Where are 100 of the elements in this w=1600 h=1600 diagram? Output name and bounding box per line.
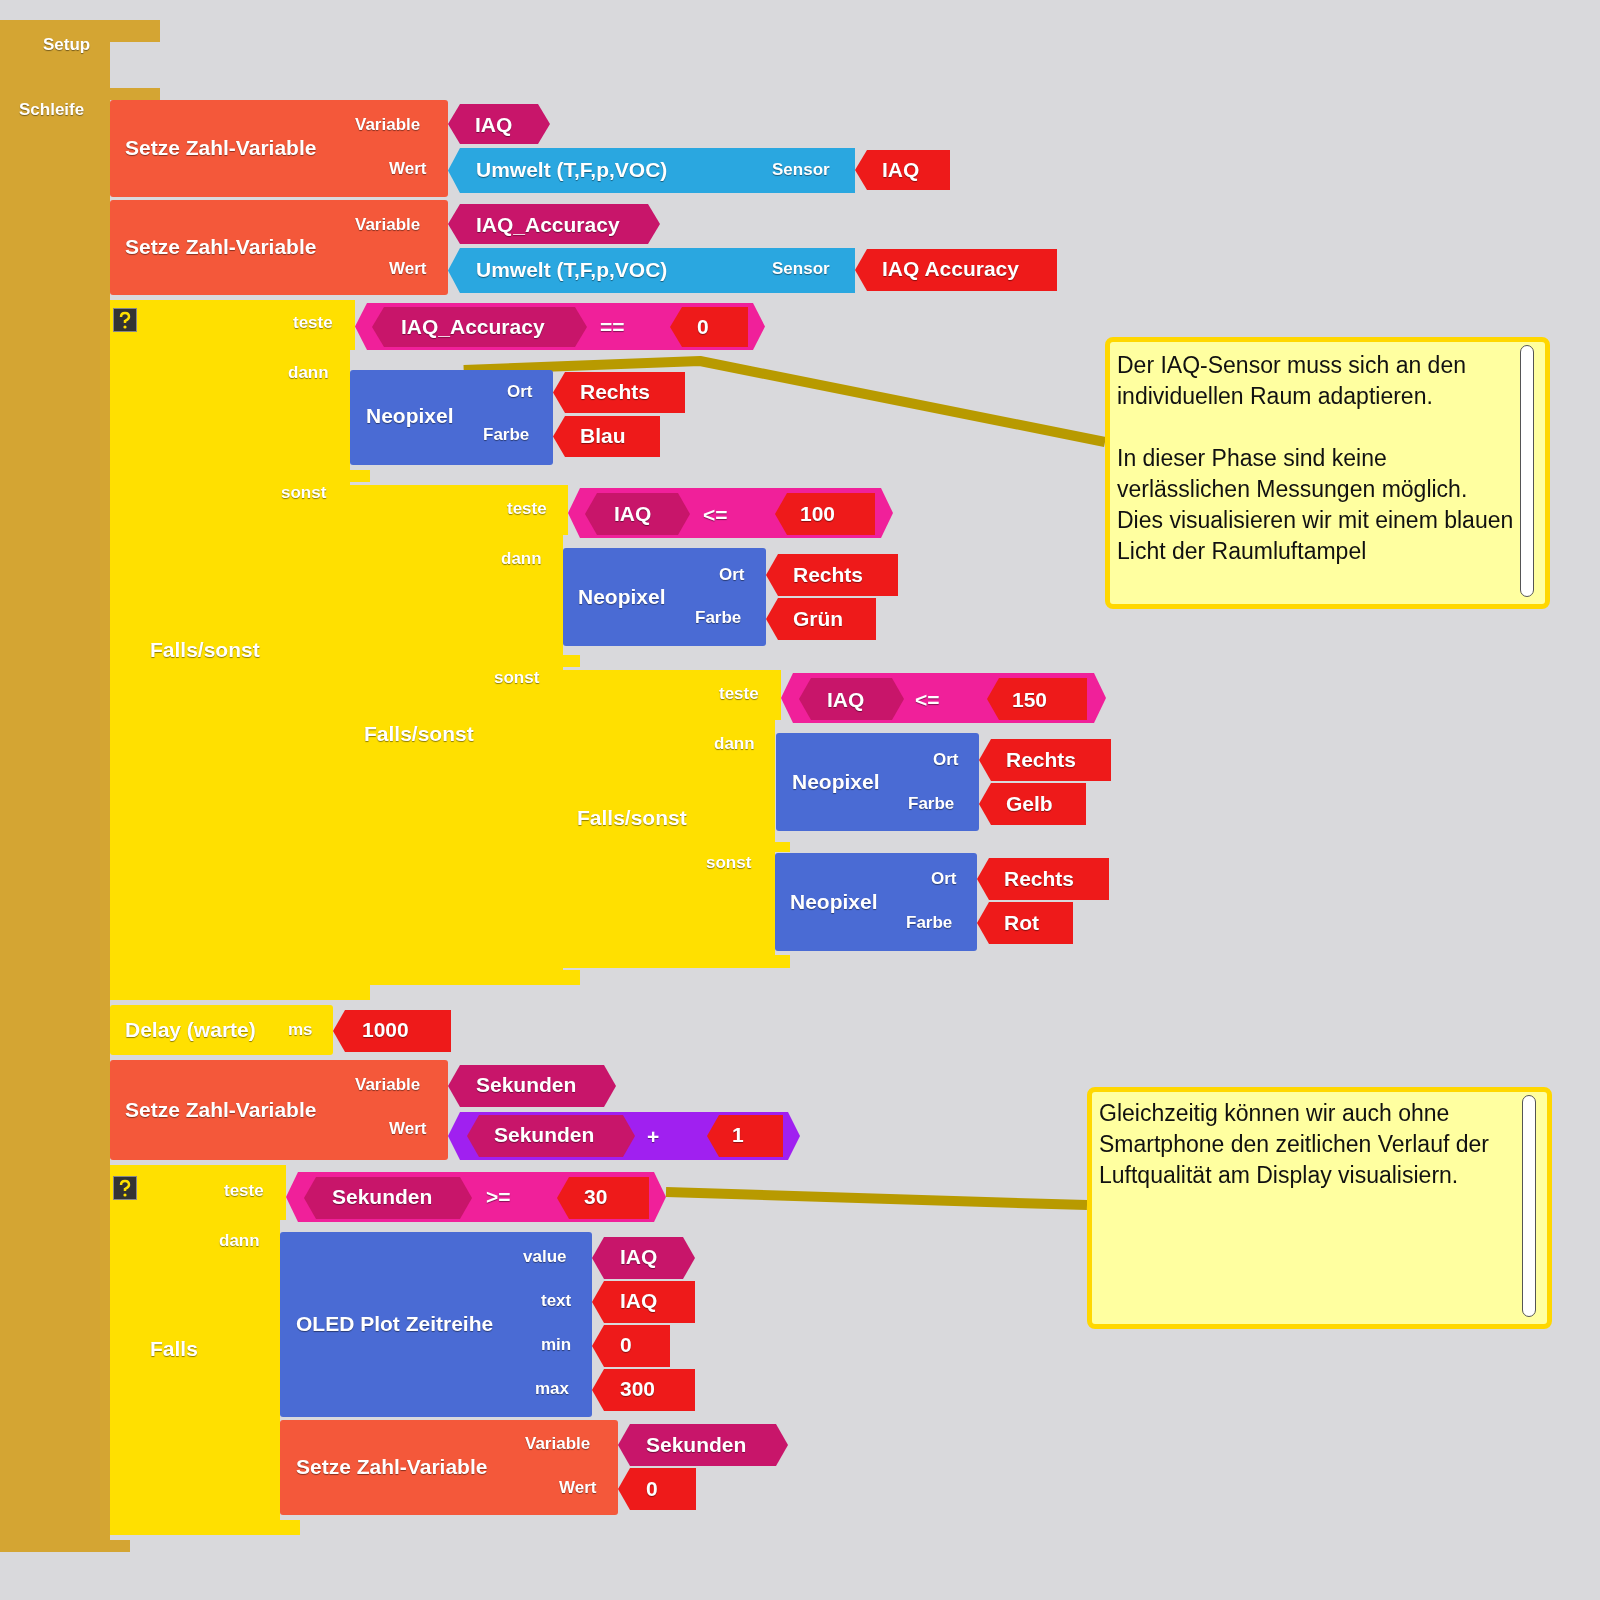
value-block xyxy=(979,783,1086,825)
input-label: sonst xyxy=(706,853,752,873)
input-label: ms xyxy=(288,1020,313,1040)
block-label: Rechts xyxy=(1006,748,1077,773)
block-label: Delay (warte) xyxy=(125,1018,256,1043)
block-label: Sekunden xyxy=(494,1123,595,1148)
block-label: Falls xyxy=(150,1337,198,1362)
comment-note xyxy=(1105,337,1550,609)
comparison-block xyxy=(286,1172,666,1222)
comparison-block xyxy=(568,488,893,538)
block-label: IAQ xyxy=(620,1245,658,1270)
value-block xyxy=(977,902,1073,944)
value-block xyxy=(977,858,1109,900)
value-block xyxy=(592,1369,695,1411)
input-label: Variable xyxy=(355,215,421,235)
input-label: Ort xyxy=(719,565,745,585)
block-label: IAQ Accuracy xyxy=(882,257,1019,282)
value-block xyxy=(333,1010,451,1052)
input-label: teste xyxy=(293,313,333,333)
comment-text: Der IAQ-Sensor muss sich an den individuellen Raum adaptieren. xyxy=(1117,351,1467,411)
block-label: <= xyxy=(915,688,940,713)
block-label: 1 xyxy=(732,1123,744,1148)
neopixel-block xyxy=(350,370,553,465)
value-block xyxy=(766,598,876,640)
input-label: Wert xyxy=(389,259,427,279)
input-label: Farbe xyxy=(483,425,530,445)
input-label: teste xyxy=(719,684,759,704)
block-label: Falls/sonst xyxy=(577,806,687,831)
value-block xyxy=(618,1468,696,1510)
input-label: Ort xyxy=(507,382,533,402)
block-label: Umwelt (T,F,p,VOC) xyxy=(476,258,668,283)
input-label: Sensor xyxy=(772,160,830,180)
variable-block xyxy=(448,204,660,244)
block-label: Falls/sonst xyxy=(150,638,260,663)
input-label: Wert xyxy=(559,1478,597,1498)
value-block xyxy=(979,739,1111,781)
input-label: Schleife xyxy=(19,100,85,120)
block-label: 0 xyxy=(646,1477,658,1502)
comment-text: In dieser Phase sind keine verlässlichen Messungen möglich. Dies visualisieren wir mit einem blauen Licht der Raumluftampel xyxy=(1117,444,1515,566)
block-label: 1000 xyxy=(362,1018,409,1043)
set-variable-block xyxy=(110,100,448,197)
block-label: Rechts xyxy=(580,380,651,405)
block-label: Setze Zahl-Variable xyxy=(125,1098,317,1123)
value-block xyxy=(775,493,875,535)
value-block xyxy=(553,372,685,413)
value-block xyxy=(592,1325,670,1367)
input-label: sonst xyxy=(494,668,540,688)
block-label: IAQ xyxy=(475,113,513,138)
input-label: Wert xyxy=(389,159,427,179)
block-label: Neopixel xyxy=(792,770,880,795)
block-label: 100 xyxy=(800,502,836,527)
input-label: Setup xyxy=(43,35,91,55)
block-label: IAQ xyxy=(827,688,865,713)
comment-link-line xyxy=(463,356,1106,447)
block-label: 150 xyxy=(1012,688,1048,713)
block-label: Blau xyxy=(580,424,626,449)
block-label: == xyxy=(600,315,625,340)
block-label: Setze Zahl-Variable xyxy=(125,235,317,260)
input-label: text xyxy=(541,1291,572,1311)
block-label: IAQ xyxy=(614,502,652,527)
block-label: Sekunden xyxy=(646,1433,747,1458)
block-label: IAQ xyxy=(882,158,920,183)
set-variable-block xyxy=(280,1420,618,1515)
block-label: Neopixel xyxy=(366,404,454,429)
arithmetic-block xyxy=(448,1112,800,1160)
input-label: dann xyxy=(714,734,755,754)
input-label: Variable xyxy=(525,1434,591,1454)
block-label: Neopixel xyxy=(578,585,666,610)
value-block xyxy=(707,1115,783,1157)
input-label: Ort xyxy=(931,869,957,889)
comment-note xyxy=(1087,1087,1552,1329)
input-label: min xyxy=(541,1335,572,1355)
block-label: Neopixel xyxy=(790,890,878,915)
block-label: Setze Zahl-Variable xyxy=(125,136,317,161)
input-label: teste xyxy=(224,1181,264,1201)
value-block xyxy=(670,307,748,347)
neopixel-block xyxy=(775,853,977,951)
input-label: value xyxy=(523,1247,567,1267)
variable-block xyxy=(592,1237,695,1279)
block-label: >= xyxy=(486,1185,511,1210)
block-label: Sekunden xyxy=(476,1073,577,1098)
neopixel-block xyxy=(776,733,979,831)
input-label: Farbe xyxy=(695,608,742,628)
input-label: Variable xyxy=(355,1075,421,1095)
block-label: + xyxy=(647,1125,660,1150)
input-label: Sensor xyxy=(772,259,830,279)
input-label: Farbe xyxy=(906,913,953,933)
sensor-block xyxy=(448,148,855,193)
block-label: Falls/sonst xyxy=(364,722,474,747)
block-label: Rot xyxy=(1004,911,1039,936)
variable-block xyxy=(618,1424,788,1466)
block-label: Setze Zahl-Variable xyxy=(296,1455,488,1480)
block-label: 30 xyxy=(584,1185,608,1210)
set-variable-block xyxy=(110,1060,448,1160)
block-label: Rechts xyxy=(1004,867,1075,892)
block-label: OLED Plot Zeitreihe xyxy=(296,1312,494,1337)
delay-block xyxy=(110,1005,333,1055)
input-label: Farbe xyxy=(908,794,955,814)
variable-block xyxy=(448,1065,616,1107)
block-label: 300 xyxy=(620,1377,656,1402)
